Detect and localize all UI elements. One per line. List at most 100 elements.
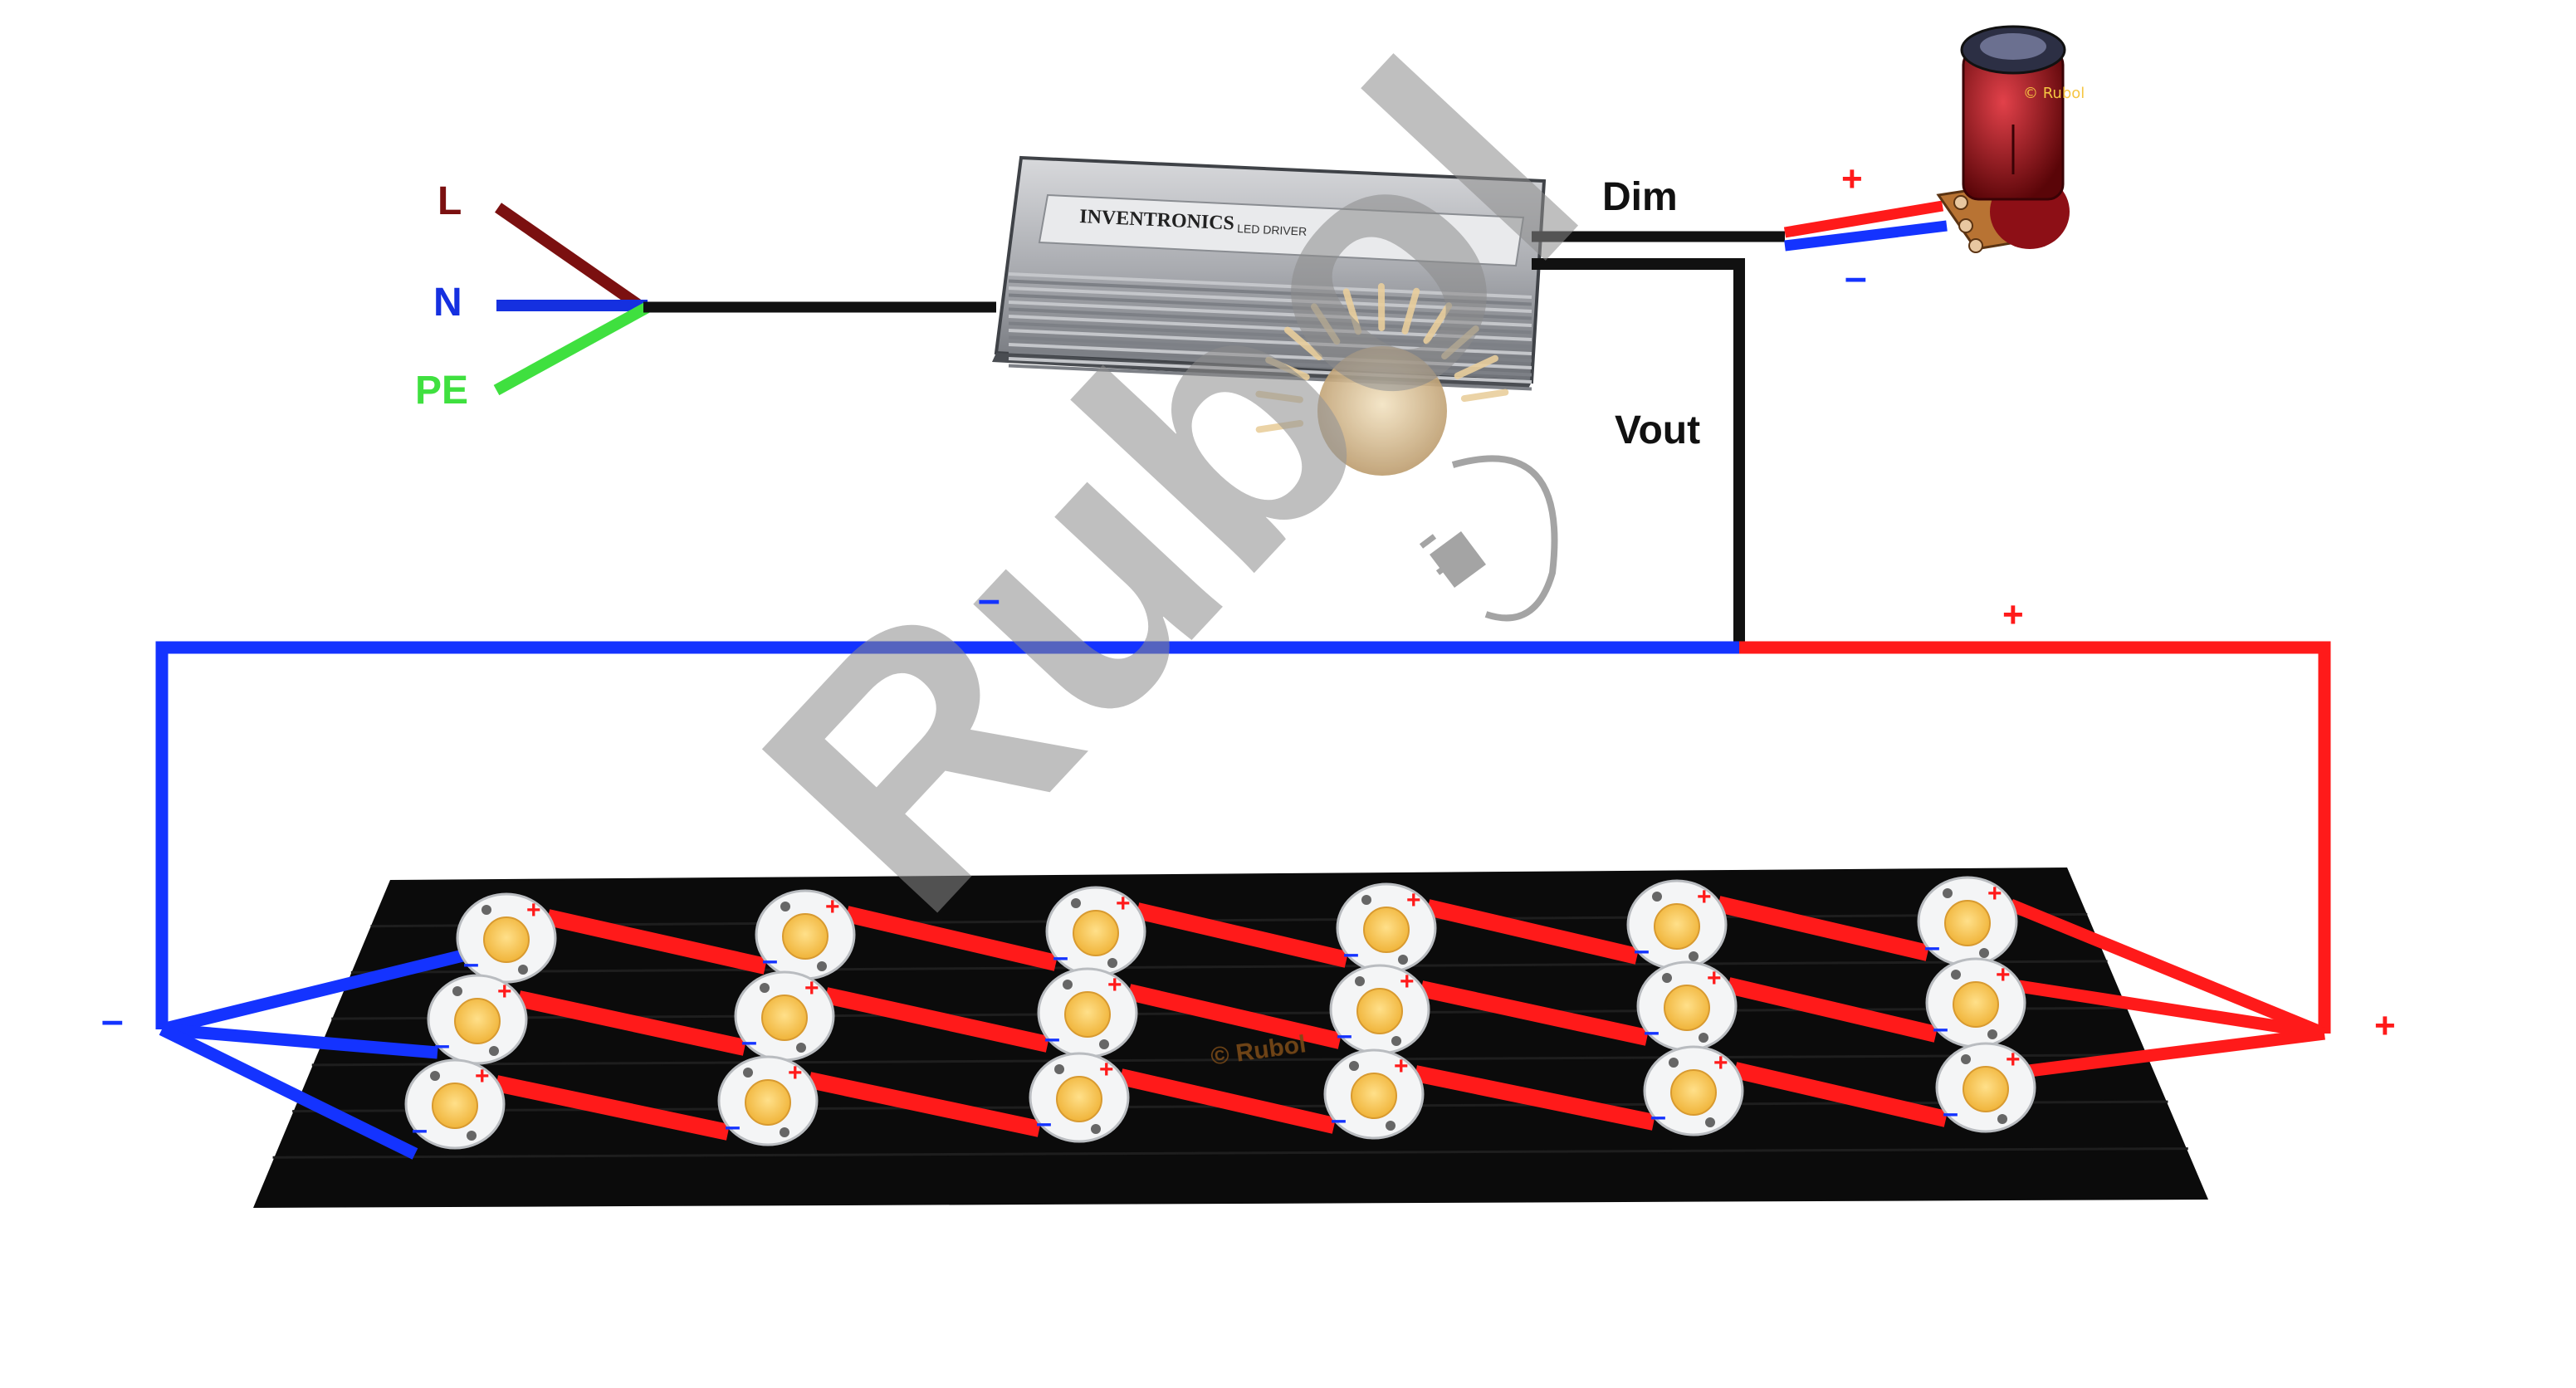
dim-negative-wire	[1784, 220, 1948, 252]
dim-plus-label: +	[1841, 159, 1863, 199]
cob-led: +–	[1636, 960, 1738, 1052]
positive-fan-wire	[2008, 899, 2327, 1039]
cob-led: +–	[1643, 1045, 1744, 1136]
series-link-wire	[494, 1075, 731, 1141]
earth-wire	[493, 301, 651, 396]
dc-bus	[155, 641, 2331, 1034]
led-plus-mark: +	[1697, 883, 1712, 911]
series-link-wire	[824, 987, 1050, 1053]
led-plus-mark: +	[1400, 968, 1415, 995]
groove-line	[311, 1053, 2148, 1067]
series-link-wire	[1726, 977, 1938, 1043]
cob-led: +–	[755, 889, 856, 980]
led-plus-mark: +	[1099, 1056, 1114, 1083]
led-minus-mark: –	[1924, 931, 1940, 963]
series-link-wire	[1425, 899, 1640, 965]
cob-led: +–	[427, 974, 528, 1065]
fin-line	[1008, 272, 1532, 299]
series-link-wire	[1118, 1068, 1337, 1134]
cob-led: +–	[1045, 886, 1146, 977]
fin-line	[1008, 364, 1532, 391]
cob-led: +–	[1917, 876, 2018, 967]
led-plus-mark: +	[788, 1059, 803, 1087]
cob-led: +–	[1329, 964, 1430, 1055]
led-plus-mark: +	[1987, 880, 2002, 907]
sun-icon	[1255, 283, 1509, 476]
led-plus-mark: +	[1107, 971, 1122, 999]
sun-ray	[1255, 419, 1304, 433]
cob-led: +–	[1935, 1042, 2036, 1133]
negative-fan-wire	[161, 1023, 438, 1059]
led-plus-mark: +	[475, 1063, 490, 1090]
sun-ray	[1401, 287, 1420, 335]
series-link-wire	[1135, 902, 1349, 968]
cob-led: +–	[1925, 957, 2026, 1048]
driver-subtitle: LED DRIVER	[1237, 222, 1308, 238]
led-plus-mark: +	[1394, 1053, 1409, 1080]
sun-ray	[1283, 326, 1322, 361]
fin-line	[1008, 321, 1532, 349]
led-minus-mark: –	[1053, 941, 1068, 973]
label-vout: Vout	[1615, 408, 1700, 452]
positive-fan-wire	[2017, 980, 2326, 1040]
led-plus-mark: +	[497, 978, 512, 1005]
cob-led: +–	[1029, 1052, 1130, 1143]
led-minus-mark: –	[1337, 1019, 1352, 1051]
led-plus-mark: +	[1713, 1049, 1728, 1077]
series-link-wire	[1733, 1062, 1948, 1127]
series-link-wire	[1716, 896, 1930, 961]
groove-line	[350, 960, 2108, 974]
led-minus-mark: –	[434, 1029, 450, 1061]
led-minus-mark: –	[725, 1111, 741, 1142]
led-minus-mark: –	[1943, 1097, 1958, 1129]
fin-line	[1008, 315, 1532, 341]
positive-fanout	[2008, 899, 2327, 1078]
sun-ray	[1454, 354, 1498, 379]
led-minus-mark: –	[1650, 1101, 1666, 1132]
dim-positive-wire	[1783, 200, 1944, 238]
cob-led: +–	[1626, 879, 1728, 970]
mains-input	[493, 203, 996, 396]
watermark-text: Rubol	[692, 0, 1650, 980]
cob-led: +–	[1323, 1048, 1425, 1140]
led-minus-mark: –	[1644, 1016, 1659, 1048]
sun-ray	[1342, 288, 1362, 335]
series-link-wire	[1413, 1065, 1656, 1131]
vout-cable	[1532, 258, 1745, 643]
groove-line	[272, 1147, 2188, 1159]
knob-watermark: © Rubol	[2023, 85, 2085, 102]
negative-fan-wire	[160, 948, 468, 1036]
cob-led: +–	[404, 1058, 506, 1150]
series-link-wire	[807, 1072, 1042, 1137]
led-minus-mark: –	[1634, 935, 1650, 966]
led-plus-mark: +	[825, 893, 840, 921]
fin-line	[1008, 307, 1532, 335]
sun-ray	[1460, 389, 1509, 403]
output-plus-label: +	[2374, 1005, 2396, 1046]
cob-led: +–	[734, 970, 835, 1062]
led-minus-mark: –	[1331, 1104, 1347, 1136]
fin-line	[1008, 329, 1532, 355]
led-plus-mark: +	[1116, 890, 1131, 917]
output-minus-label: –	[101, 999, 124, 1043]
fin-line	[1008, 343, 1532, 369]
series-link-wire	[516, 990, 747, 1056]
led-plus-mark: +	[1996, 961, 2011, 989]
negative-bus-wire	[155, 641, 1739, 1029]
led-minus-mark: –	[412, 1114, 428, 1146]
bus-plus-label: +	[2002, 594, 2024, 635]
sun-ray	[1441, 325, 1479, 359]
fin-line	[1008, 301, 1532, 327]
negative-fan-wire	[159, 1024, 418, 1160]
cob-led: +–	[1336, 882, 1437, 974]
cob-led: +–	[717, 1055, 819, 1146]
negative-fanout	[159, 948, 468, 1160]
positive-fan-wire	[2028, 1027, 2325, 1078]
sun-ray	[1265, 356, 1310, 381]
led-minus-mark: –	[1044, 1023, 1060, 1054]
led-minus-mark: –	[762, 945, 778, 976]
series-link-wire	[844, 906, 1058, 971]
led-minus-mark: –	[1036, 1107, 1052, 1139]
positive-bus-wire	[1739, 641, 2331, 1034]
